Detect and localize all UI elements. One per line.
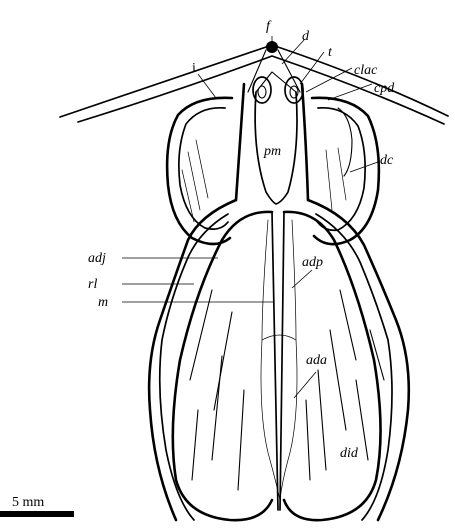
label-t: t — [328, 45, 333, 60]
label-m: m — [98, 295, 108, 310]
label-clac: clac — [354, 63, 378, 78]
label-f: f — [266, 19, 272, 34]
inner-ellipse — [261, 220, 297, 500]
scale-bar-line — [0, 511, 74, 517]
label-adj: adj — [88, 251, 106, 266]
label-i: i — [192, 61, 196, 76]
scale-bar-label: 5 mm — [12, 495, 44, 510]
label-ada: ada — [306, 353, 327, 368]
label-rl: rl — [88, 277, 97, 292]
apex-dot — [266, 41, 278, 53]
label-cpd: cpd — [374, 81, 395, 96]
label-dc: dc — [380, 153, 394, 168]
label-adp: adp — [302, 255, 323, 270]
label-did: did — [340, 446, 359, 461]
main-body-outline — [149, 200, 409, 520]
label-d: d — [302, 29, 310, 44]
scale-bar: 5 mm — [0, 495, 74, 517]
label-pm: pm — [263, 144, 281, 159]
